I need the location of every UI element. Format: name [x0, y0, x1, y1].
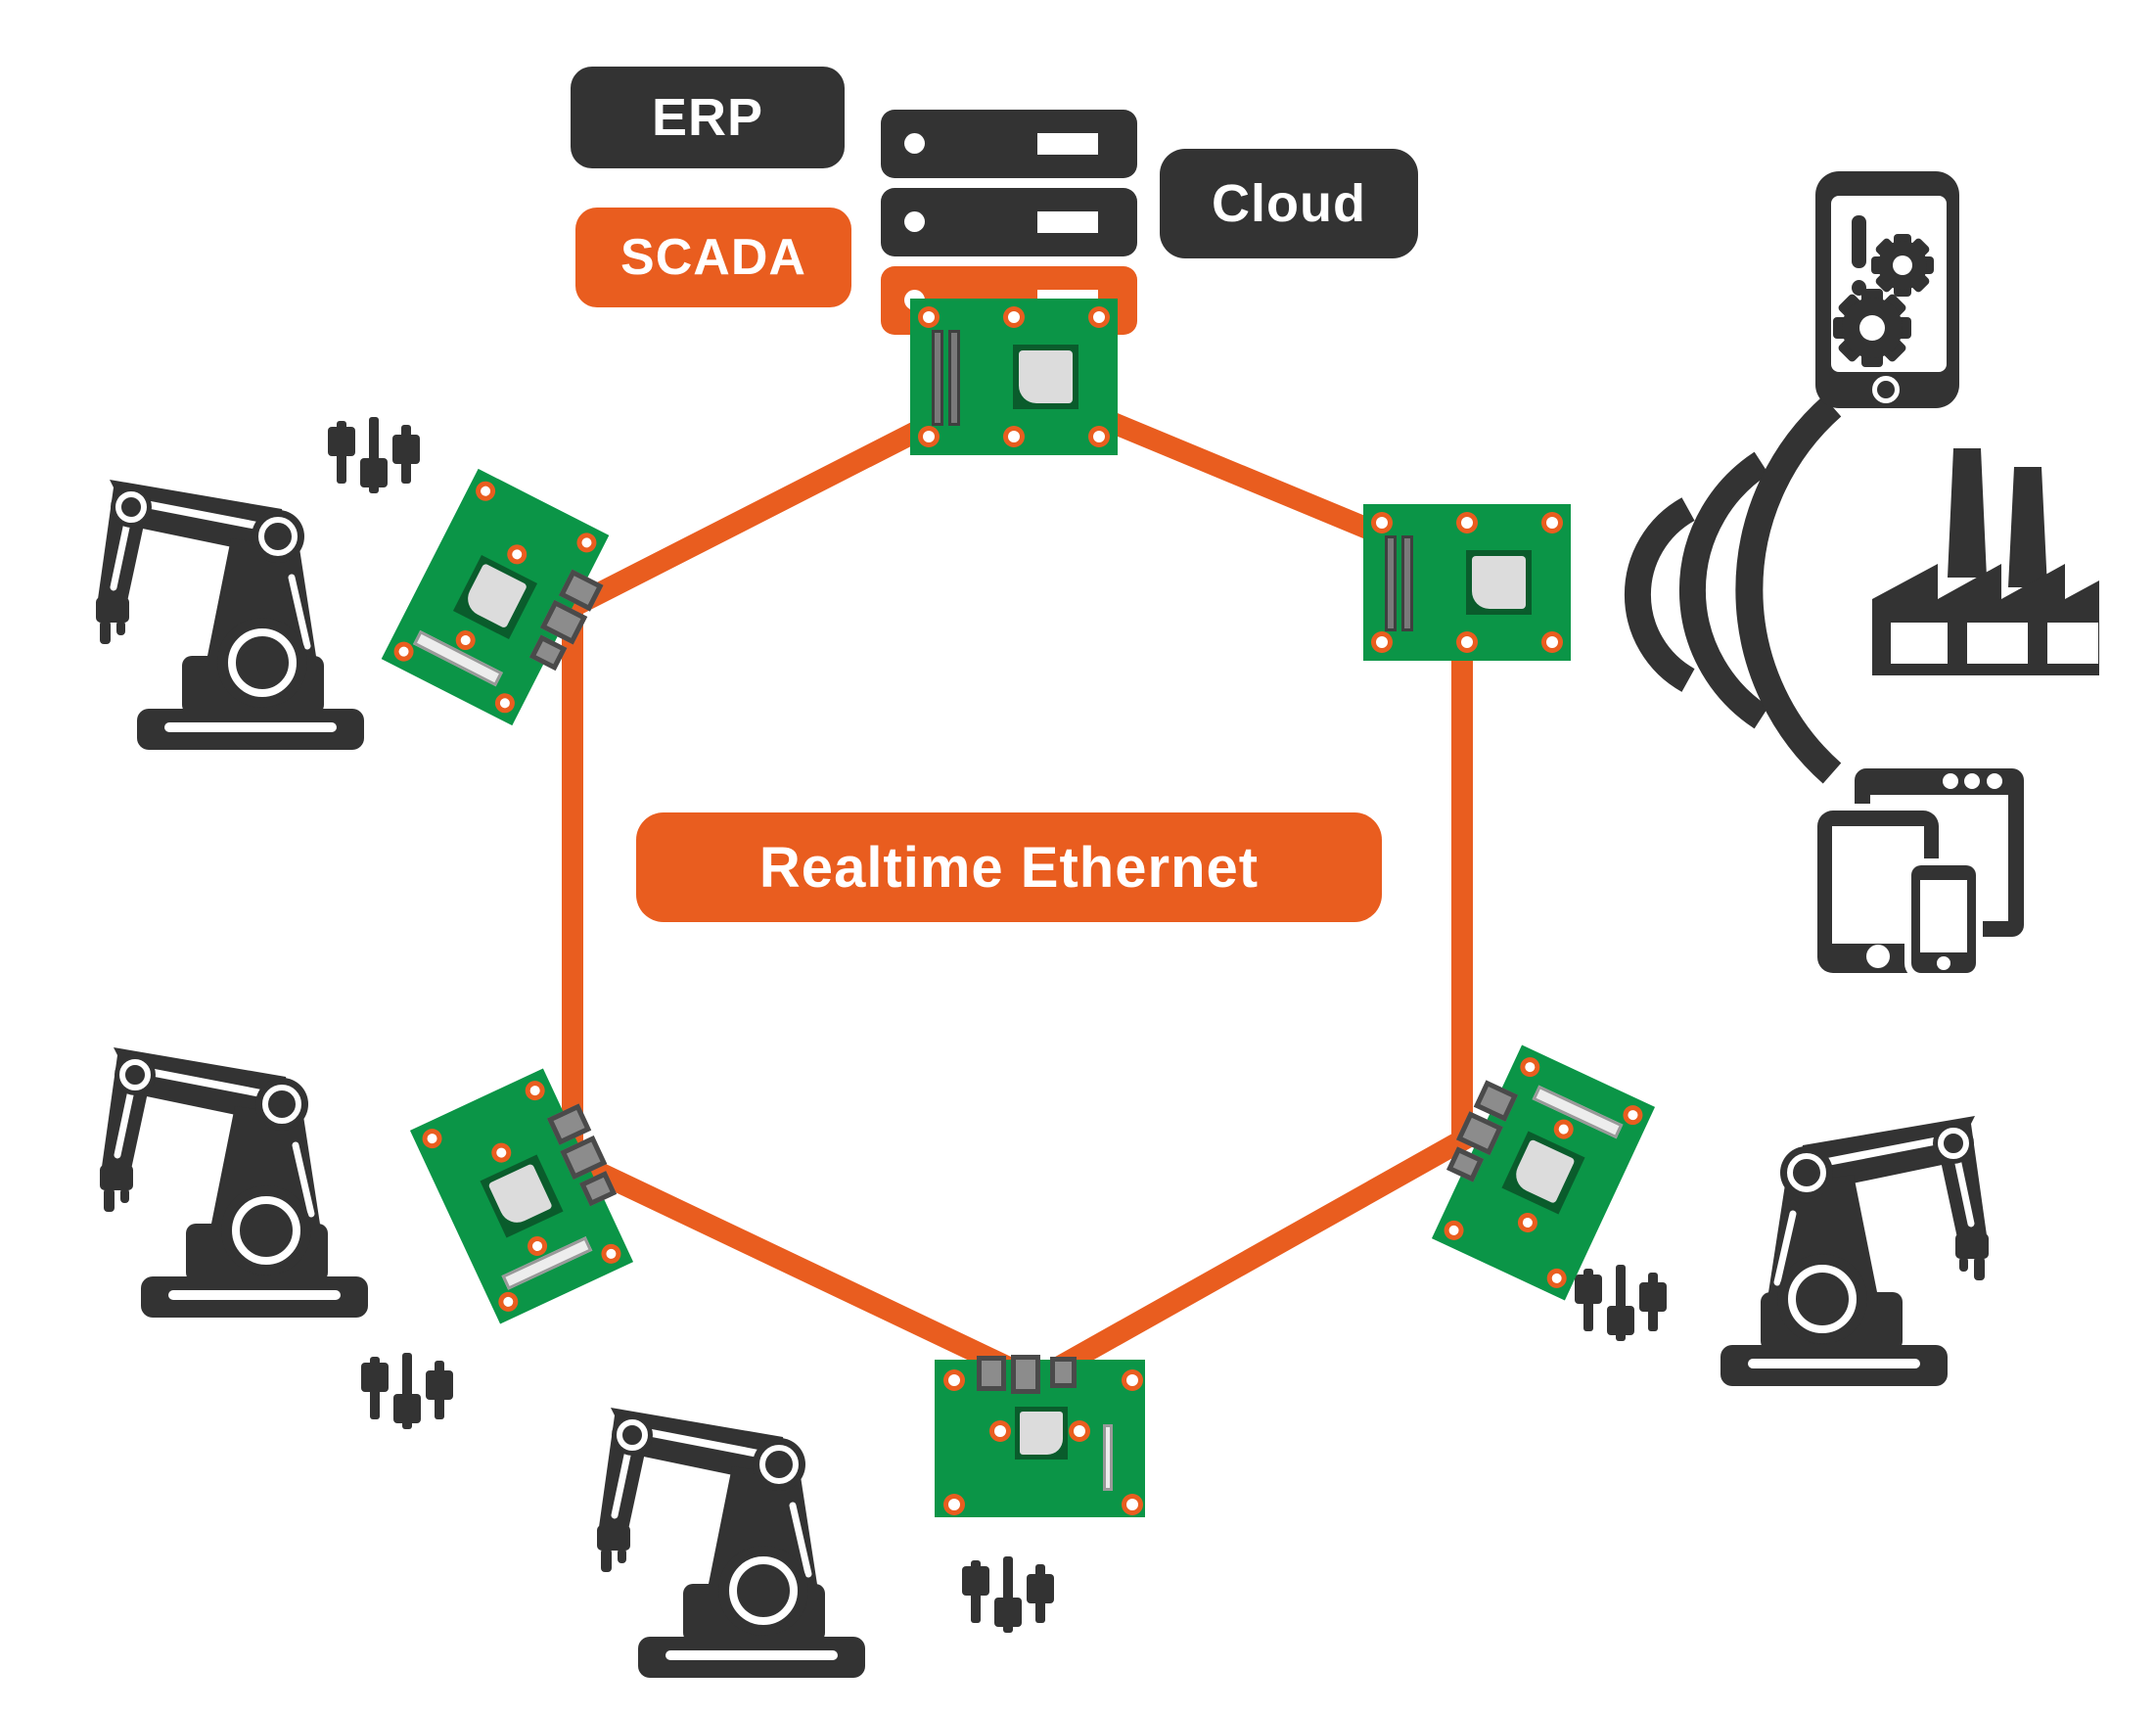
screw-hole: [472, 478, 499, 505]
slider-knob: [1575, 1275, 1602, 1304]
slider-knob: [392, 435, 420, 464]
browser-dot: [1964, 773, 1980, 789]
slider-knob: [1607, 1306, 1634, 1335]
server-led: [904, 133, 925, 154]
screw-hole: [943, 1494, 965, 1515]
slider-knob: [962, 1566, 989, 1596]
wifi-signal-icon: [1624, 395, 1842, 784]
dimm-slot: [948, 330, 960, 426]
gear-icon: [1832, 288, 1912, 368]
pcb-module-top: [910, 299, 1118, 455]
cpu-chip: [1019, 350, 1073, 403]
slider-knob: [393, 1394, 421, 1423]
scada-badge: SCADA: [575, 208, 851, 307]
server-unit: [881, 110, 1137, 178]
screw-hole: [1441, 1217, 1467, 1244]
screw-hole: [1122, 1369, 1143, 1391]
slider-knob: [426, 1370, 453, 1400]
screw-hole: [918, 426, 940, 447]
slider-knob: [994, 1598, 1022, 1627]
slider-bar: [1003, 1556, 1013, 1633]
cpu-chip: [1472, 556, 1526, 609]
screw-hole: [1541, 512, 1563, 533]
alert-exclamation-icon: [1852, 215, 1866, 268]
screw-hole: [1456, 631, 1478, 653]
sliders-icon: [962, 1556, 1054, 1633]
server-led: [904, 211, 925, 232]
screw-hole: [1003, 306, 1025, 328]
server-vent: [1037, 133, 1098, 155]
gear-icon: [1870, 233, 1935, 298]
robot-arm-icon: [597, 1408, 865, 1678]
server-vent: [1037, 211, 1098, 233]
handset-home-button: [1937, 956, 1950, 970]
pcb-module-bottom: [935, 1355, 1145, 1517]
realtime-ethernet-label: Realtime Ethernet: [758, 835, 1260, 900]
slider-knob: [1027, 1574, 1054, 1603]
slider-knob: [328, 427, 355, 456]
scada-label: SCADA: [620, 229, 806, 286]
screw-hole: [419, 1125, 445, 1152]
screw-hole: [1069, 1420, 1090, 1442]
screw-hole: [918, 306, 940, 328]
screw-hole: [573, 529, 600, 556]
screw-hole: [1088, 306, 1110, 328]
screw-hole: [1517, 1053, 1543, 1081]
browser-dot: [1987, 773, 2002, 789]
screw-hole: [943, 1369, 965, 1391]
dimm-slot: [1385, 535, 1397, 631]
edge-slot: [1103, 1424, 1113, 1491]
cpu-chip: [1020, 1412, 1063, 1455]
sliders-icon: [361, 1353, 453, 1429]
home-button: [1872, 376, 1900, 403]
edge-slot: [1532, 1085, 1624, 1139]
screw-hole: [495, 1288, 522, 1316]
handset-screen: [1920, 880, 1967, 952]
dimm-slot: [932, 330, 943, 426]
cloud-label: Cloud: [1212, 174, 1366, 233]
screw-hole: [491, 689, 519, 717]
screw-hole: [503, 540, 530, 568]
slider-bar: [402, 1353, 412, 1429]
erp-label: ERP: [651, 88, 764, 147]
screw-hole: [1456, 512, 1478, 533]
screw-hole: [1543, 1265, 1570, 1292]
screw-hole: [1371, 631, 1393, 653]
screw-hole: [488, 1139, 515, 1166]
robot-arm-icon: [96, 480, 364, 750]
cloud-badge: Cloud: [1160, 149, 1418, 258]
screw-hole: [1541, 631, 1563, 653]
connector-block: [977, 1356, 1006, 1391]
screw-hole: [1514, 1209, 1541, 1236]
robot-arm-icon: [100, 1047, 368, 1318]
slider-knob: [1639, 1282, 1667, 1312]
dimm-slot: [1401, 535, 1413, 631]
realtime-ethernet-badge: Realtime Ethernet: [636, 812, 1382, 922]
screw-hole: [1620, 1101, 1646, 1129]
screw-hole: [1003, 426, 1025, 447]
factory-icon: [1872, 448, 2099, 675]
slider-bar: [369, 417, 379, 493]
slider-bar: [1616, 1265, 1626, 1341]
screw-hole: [1122, 1494, 1143, 1515]
browser-dot: [1943, 773, 1958, 789]
pcb-module-right: [1363, 504, 1571, 661]
screw-hole: [1371, 512, 1393, 533]
erp-badge: ERP: [571, 67, 845, 168]
sliders-icon: [1575, 1265, 1667, 1341]
connector-block: [1050, 1357, 1077, 1388]
robot-arm-icon: [1720, 1116, 1989, 1386]
connector-block: [1011, 1355, 1040, 1394]
server-unit: [881, 188, 1137, 256]
sliders-icon: [328, 417, 420, 493]
slider-knob: [360, 458, 388, 487]
tablet-home-button: [1866, 945, 1890, 968]
slider-knob: [361, 1363, 389, 1392]
screw-hole: [1550, 1116, 1577, 1142]
screw-hole: [1088, 426, 1110, 447]
tablet-screen: [1832, 826, 1924, 944]
screw-hole: [989, 1420, 1011, 1442]
screw-hole: [522, 1077, 548, 1104]
screw-hole: [598, 1240, 624, 1268]
